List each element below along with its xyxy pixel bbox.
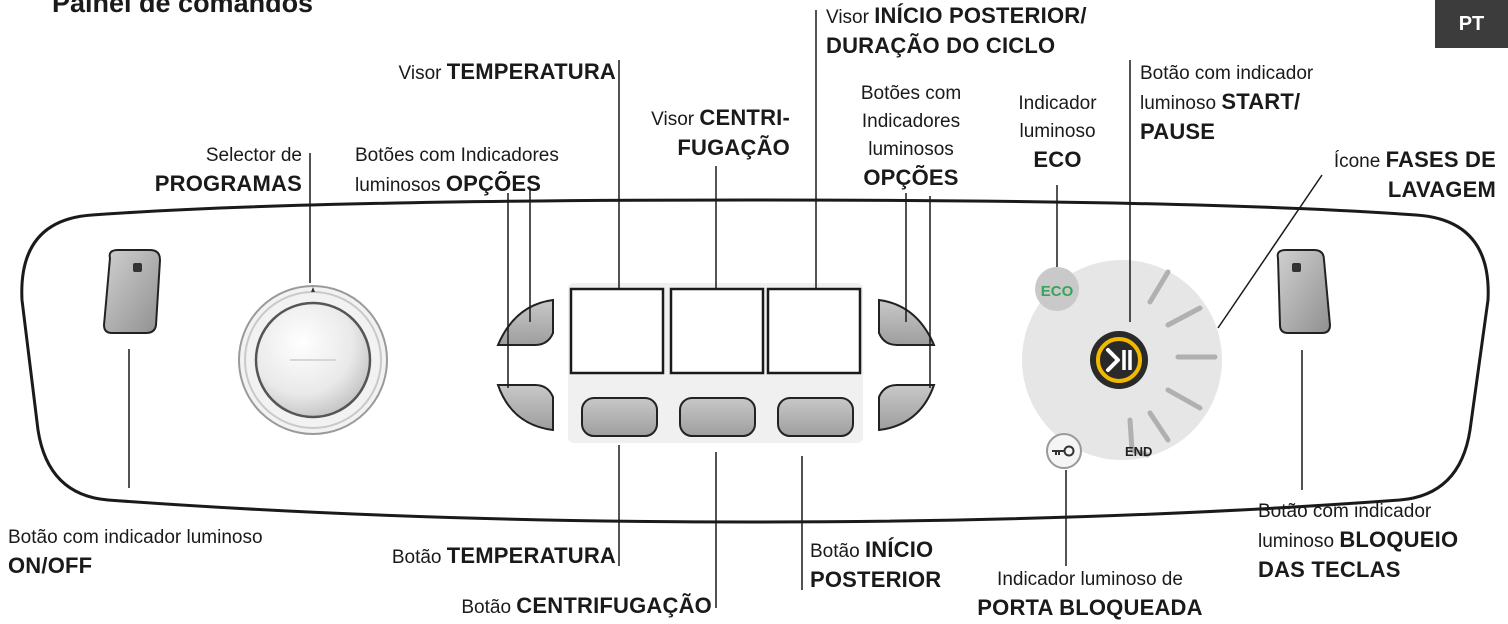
label-options-left: Botões com Indicadores luminosos OPÇÕES <box>355 145 559 196</box>
key-lock-button[interactable] <box>1276 249 1332 334</box>
label-door-lock: Indicador luminoso de PORTA BLOQUEADA <box>977 569 1203 620</box>
language-badge: PT <box>1435 0 1508 48</box>
label-spin-display: Visor CENTRI- FUGAÇÃO <box>651 105 790 160</box>
delay-start-button[interactable] <box>777 397 854 437</box>
eco-indicator: ECO <box>1035 267 1079 311</box>
option-button-right-top[interactable] <box>878 298 936 346</box>
end-label: END <box>1125 444 1152 459</box>
on-off-button[interactable] <box>102 249 162 334</box>
page-title: Painel de comandos <box>52 0 314 18</box>
spin-button[interactable] <box>679 397 756 437</box>
label-delay-display: Visor INÍCIO POSTERIOR/ DURAÇÃO DO CICLO <box>826 3 1087 58</box>
start-pause-button[interactable] <box>1090 331 1148 389</box>
spin-display <box>669 287 765 375</box>
temperature-button[interactable] <box>581 397 658 437</box>
wash-phases-icon <box>1127 269 1218 458</box>
label-spin-button: Botão CENTRIFUGAÇÃO <box>461 593 712 618</box>
key-icon <box>1052 445 1075 457</box>
option-button-right-bottom[interactable] <box>878 384 936 432</box>
label-temperature-display: Visor TEMPERATURA <box>398 59 616 84</box>
label-options-right: Botões com Indicadores luminosos OPÇÕES <box>860 83 962 190</box>
label-key-lock: Botão com indicador luminoso BLOQUEIO DA… <box>1258 501 1459 582</box>
door-lock-indicator <box>1046 433 1082 469</box>
label-eco-indicator: Indicador luminoso ECO <box>1018 93 1097 172</box>
leader-lines <box>128 10 1323 608</box>
program-selector-knob[interactable] <box>238 285 388 435</box>
label-wash-phases: Ícone FASES DE LAVAGEM <box>1333 147 1496 202</box>
play-pause-icon <box>1106 348 1120 372</box>
label-delay-button: Botão INÍCIO POSTERIOR <box>810 537 942 592</box>
label-temperature-button: Botão TEMPERATURA <box>391 543 616 568</box>
eco-icon-text: ECO <box>1041 283 1074 300</box>
option-button-left-top[interactable] <box>496 298 554 346</box>
option-button-left-bottom[interactable] <box>496 384 554 432</box>
temperature-display <box>569 287 665 375</box>
delay-start-display <box>766 287 862 375</box>
label-program-selector: Selector de PROGRAMAS <box>154 145 302 196</box>
label-start-pause: Botão com indicador luminoso START/ PAUS… <box>1140 63 1314 144</box>
label-on-off: Botão com indicador luminoso ON/OFF <box>8 527 263 578</box>
